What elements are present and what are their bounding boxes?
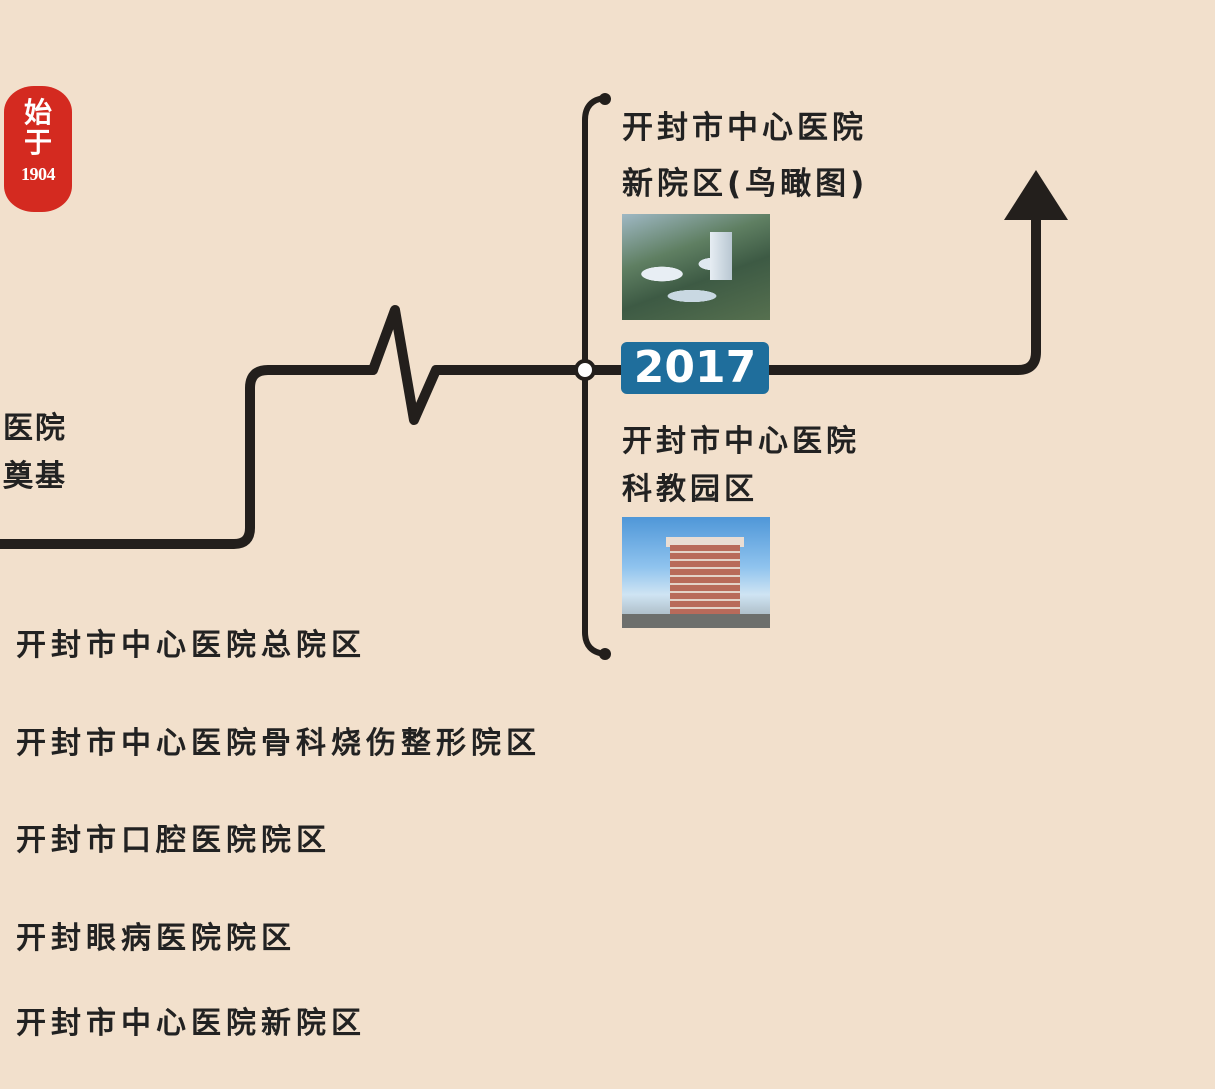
science-education-campus-label: 开封市中心医院 科教园区 [622, 418, 860, 514]
campus-item-stomatology: 开封市口腔医院院区 [16, 823, 331, 858]
year-badge: 2017 [621, 342, 769, 394]
left-milestone-line-2: 奠基 [3, 459, 67, 494]
bracket-bottom-dot [599, 648, 611, 660]
seal-char-2: 于 [23, 126, 52, 159]
left-milestone-line-1: 医院 [3, 411, 67, 446]
campus-item-main: 开封市中心医院总院区 [16, 628, 366, 663]
timeline-arrowhead-icon [1004, 170, 1068, 220]
hospital-aerial-photo [622, 214, 770, 320]
campus-item-new: 开封市中心医院新院区 [16, 1006, 366, 1041]
seal-year: 1904 [21, 164, 56, 184]
timeline-path [0, 206, 1041, 549]
new-campus-line-1: 开封市中心医院 [622, 110, 867, 146]
new-campus-line-2: 新院区(鸟瞰图) [622, 166, 869, 202]
founding-seal: 始 于 1904 [4, 86, 72, 212]
science-campus-line-1: 开封市中心医院 [622, 424, 860, 459]
bracket-top-dot [599, 93, 611, 105]
timeline-junction-node [574, 359, 596, 381]
hospital-building-photo [622, 517, 770, 628]
left-milestone-label: 医院 奠基 [3, 405, 67, 501]
seal-char-1: 始 [23, 96, 52, 129]
campus-item-orthopedic: 开封市中心医院骨科烧伤整形院区 [16, 726, 541, 761]
aerial-tower-shape [710, 232, 732, 280]
building-facade-shape [670, 545, 740, 615]
campus-item-eye: 开封眼病医院院区 [16, 921, 296, 956]
building-ground-shape [622, 614, 770, 628]
science-campus-line-2: 科教园区 [622, 472, 758, 507]
new-campus-label: 开封市中心医院 新院区(鸟瞰图) [622, 100, 868, 212]
building-roof-shape [666, 537, 744, 547]
